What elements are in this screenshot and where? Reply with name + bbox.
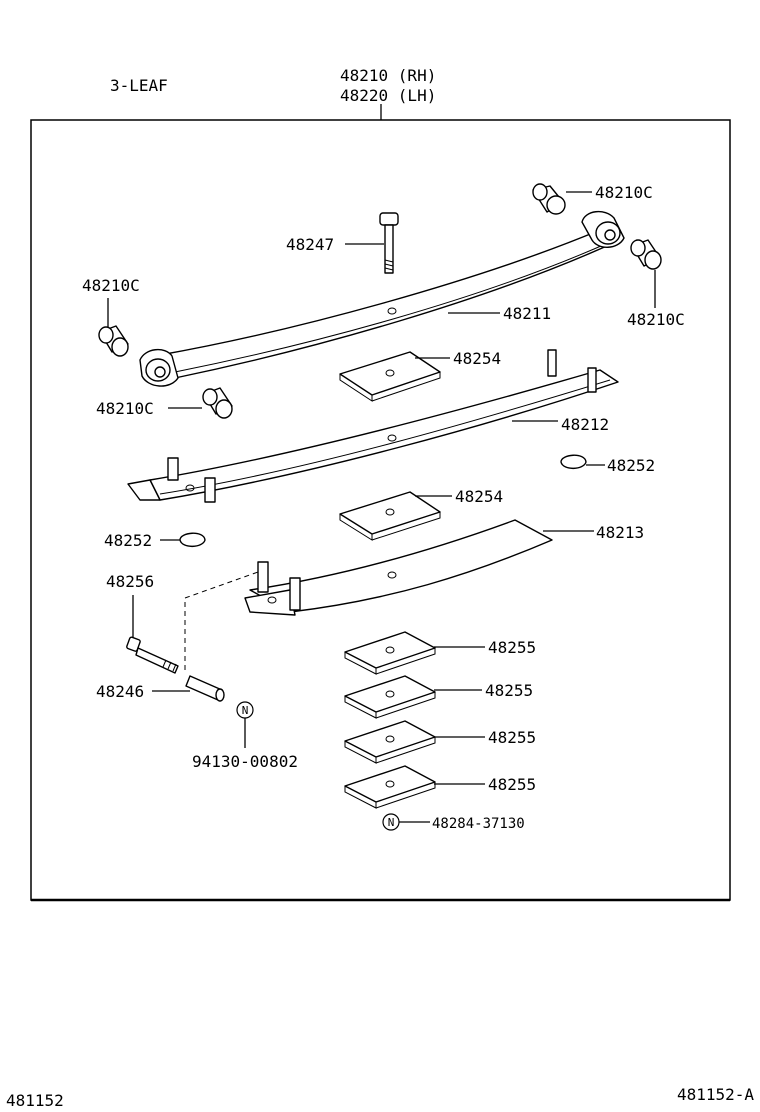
leaf-insert-upper xyxy=(339,351,441,402)
label-spacer-1: 48255 xyxy=(488,638,536,657)
label-spacer-2: 48255 xyxy=(485,681,533,700)
assembly-number-lh: 48220 (LH) xyxy=(340,86,436,105)
clip-bolt xyxy=(126,636,179,674)
label-nut-center: 48284-37130 xyxy=(432,816,525,832)
spacer-2 xyxy=(344,675,436,719)
label-spacer-3: 48255 xyxy=(488,728,536,747)
assembly-number-rh: 48210 (RH) xyxy=(340,66,436,85)
label-pad-right: 48252 xyxy=(607,456,655,475)
label-bushing-top-right: 48210C xyxy=(595,183,653,202)
spacer-4 xyxy=(344,765,436,809)
center-bolt xyxy=(379,212,399,274)
bushing-left xyxy=(98,325,129,357)
label-center-bolt: 48247 xyxy=(286,235,334,254)
label-clip-pipe: 48246 xyxy=(96,682,144,701)
label-bushing-lower-left: 48210C xyxy=(96,399,154,418)
leaf-spring-main xyxy=(139,211,625,387)
label-insert-upper: 48254 xyxy=(453,349,501,368)
pad-left xyxy=(179,532,206,548)
label-leaf-second: 48212 xyxy=(561,415,609,434)
nut-clip-symbol: N xyxy=(236,701,254,719)
label-pad-left: 48252 xyxy=(104,531,152,550)
leaf-insert-lower xyxy=(339,491,441,541)
label-leaf-main: 48211 xyxy=(503,304,551,323)
spacer-1 xyxy=(344,631,436,675)
svg-text:N: N xyxy=(388,816,395,829)
label-nut-clip: 94130-00802 xyxy=(192,752,298,771)
leaf-spring-third xyxy=(244,519,553,616)
svg-text:N: N xyxy=(242,704,249,717)
footer-code-left: 481152 xyxy=(6,1091,64,1110)
spacer-3 xyxy=(344,720,436,764)
bushing-top-right xyxy=(532,183,566,215)
label-spacer-4: 48255 xyxy=(488,775,536,794)
leaf-spring-second xyxy=(127,349,619,503)
label-leaf-third: 48213 xyxy=(596,523,644,542)
pad-right xyxy=(560,454,587,470)
bushing-lower-left xyxy=(202,387,233,419)
label-bushing-right: 48210C xyxy=(627,310,685,329)
variant-label: 3-LEAF xyxy=(110,76,168,95)
bushing-right xyxy=(630,239,662,270)
nut-center-symbol: N xyxy=(382,813,400,831)
label-clip-bolt: 48256 xyxy=(106,572,154,591)
label-bushing-left: 48210C xyxy=(82,276,140,295)
clip-pipe xyxy=(185,675,225,702)
footer-code-right: 481152-A xyxy=(676,1085,754,1104)
label-insert-lower: 48254 xyxy=(455,487,503,506)
